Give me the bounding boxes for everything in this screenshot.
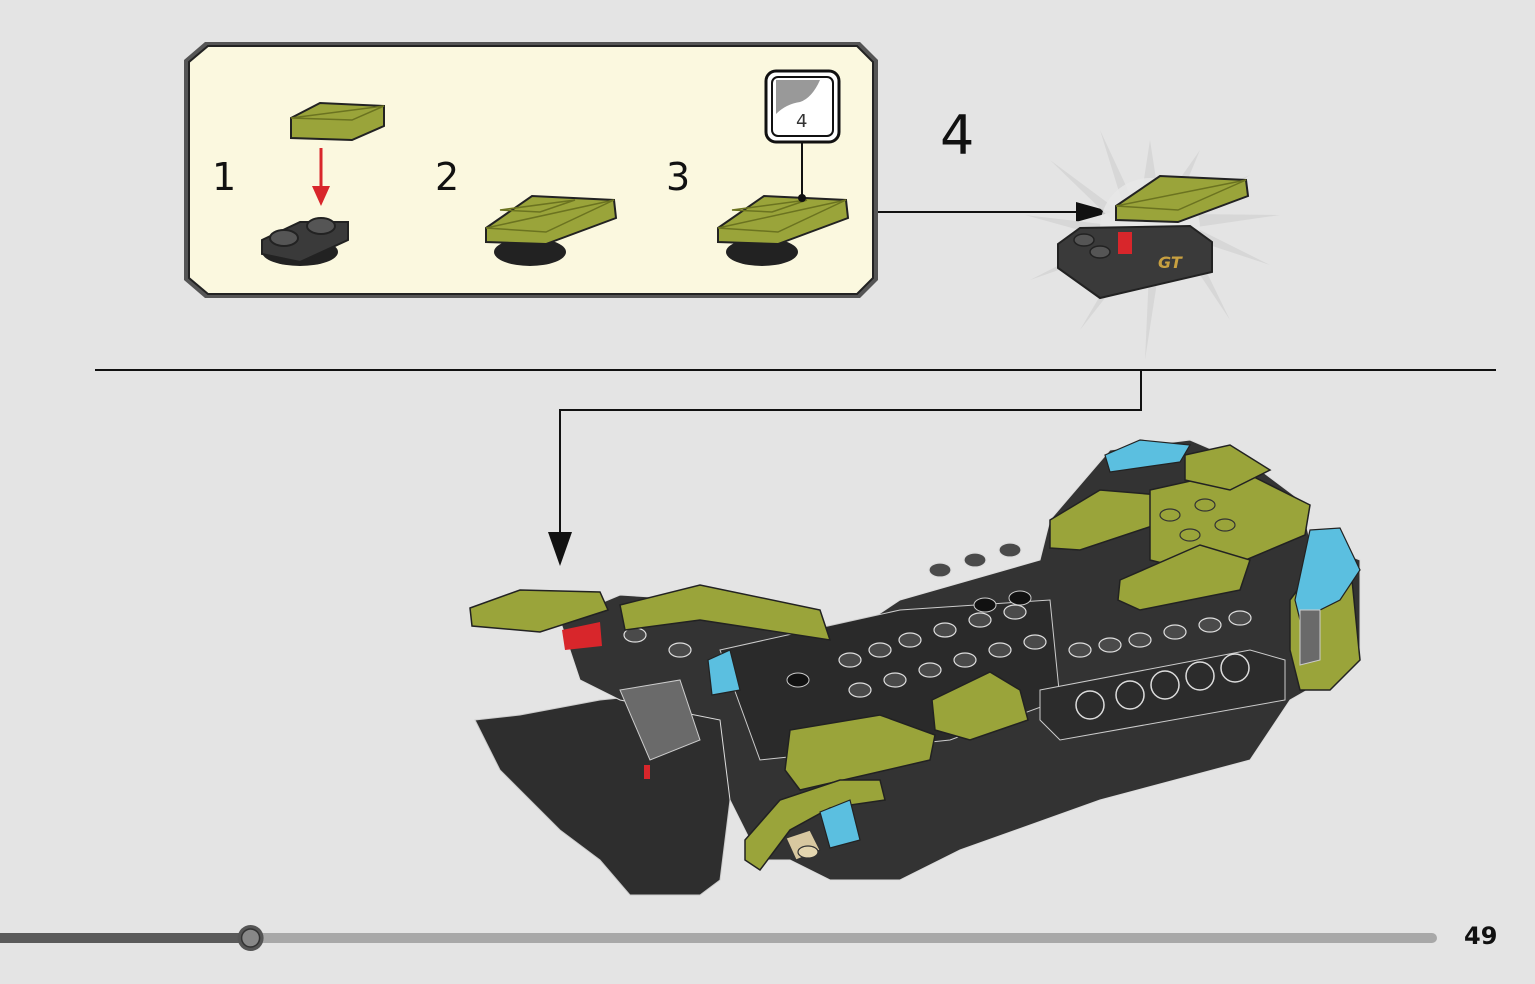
svg-text:GT: GT (1158, 253, 1183, 272)
placement-arrow (548, 370, 1142, 566)
callout-connector-arrow (878, 202, 1112, 222)
progress-knob[interactable] (237, 925, 264, 951)
tan-axle (785, 829, 821, 861)
assembled-part-burst: GT (1025, 130, 1280, 360)
substep-2-number: 2 (435, 155, 460, 199)
substep-3-number: 3 (666, 155, 691, 199)
substep-2-parts (485, 194, 618, 266)
page-number: 49 (1464, 922, 1498, 950)
progress-bar[interactable] (0, 925, 1437, 951)
substep-1-parts (261, 101, 385, 266)
sticker-callout (764, 69, 841, 144)
main-step-number: 4 (940, 104, 975, 167)
substep-3-parts (717, 140, 850, 266)
sticker-number: 4 (796, 111, 808, 132)
car-model (469, 439, 1361, 896)
substep-1-number: 1 (212, 155, 237, 199)
